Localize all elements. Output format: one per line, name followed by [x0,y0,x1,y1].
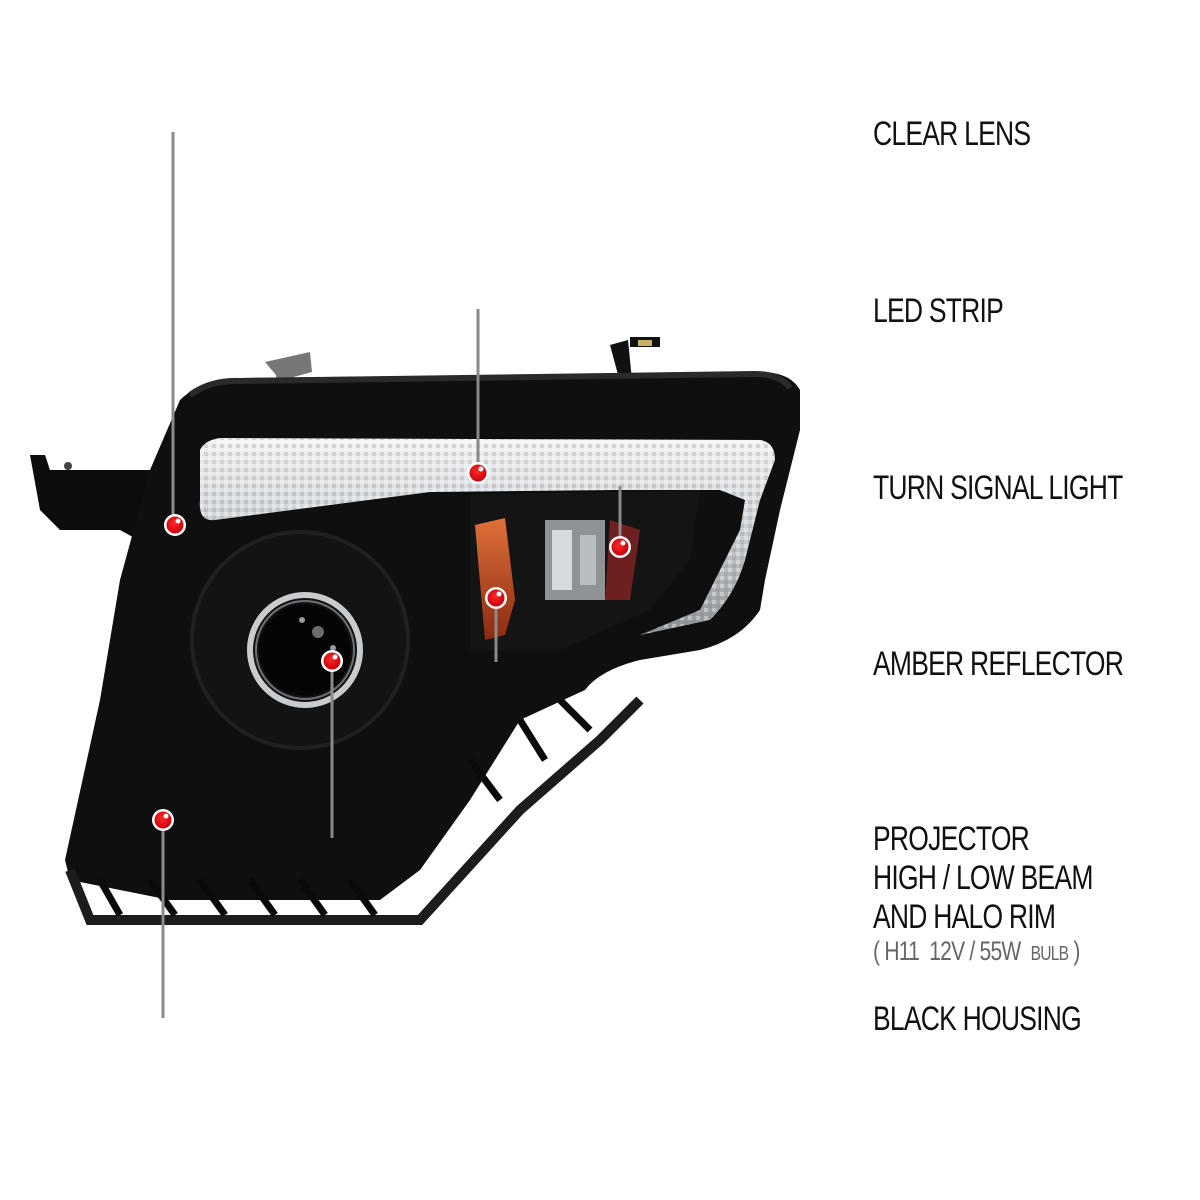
label-turn-signal-light: TURN SIGNAL LIGHT [873,469,1123,507]
callout-lines [161,130,855,1020]
dot-marker-projector [321,650,343,672]
label-projector-halo: AND HALO RIM [873,898,1056,936]
bulb-spec-close: ) [1073,936,1080,966]
label-led-strip: LED STRIP [873,292,1004,330]
dot-marker-clear-lens [164,514,186,536]
bulb-type: H11 [884,936,920,966]
label-black-housing: BLACK HOUSING [873,1000,1082,1038]
halo-rim [247,592,363,708]
dot-marker-black-housing [152,809,174,831]
top-tab-left [265,352,312,395]
bulb-suffix: BULB [1030,943,1069,965]
amber-reflector-shape [475,518,515,640]
dot-marker-led-strip [467,462,489,484]
label-bulb-spec: ( H11 12V / 55W BULB ) [873,936,1080,969]
projector-lens [259,604,351,696]
callout-dots [152,462,631,831]
dot-marker-amber-reflector [485,587,507,609]
label-projector: PROJECTOR [873,820,1030,858]
top-tab-right [610,340,632,382]
label-amber-reflector: AMBER REFLECTOR [873,645,1124,683]
bulb-spec-open: ( [873,936,880,966]
headlight-assembly [30,337,800,925]
label-clear-lens: CLEAR LENS [873,115,1031,153]
label-projector-beam: HIGH / LOW BEAM [873,859,1093,897]
bulb-rating: 12V / 55W [929,936,1021,966]
lower-grille [65,696,644,925]
dot-marker-turn-signal [609,536,631,558]
